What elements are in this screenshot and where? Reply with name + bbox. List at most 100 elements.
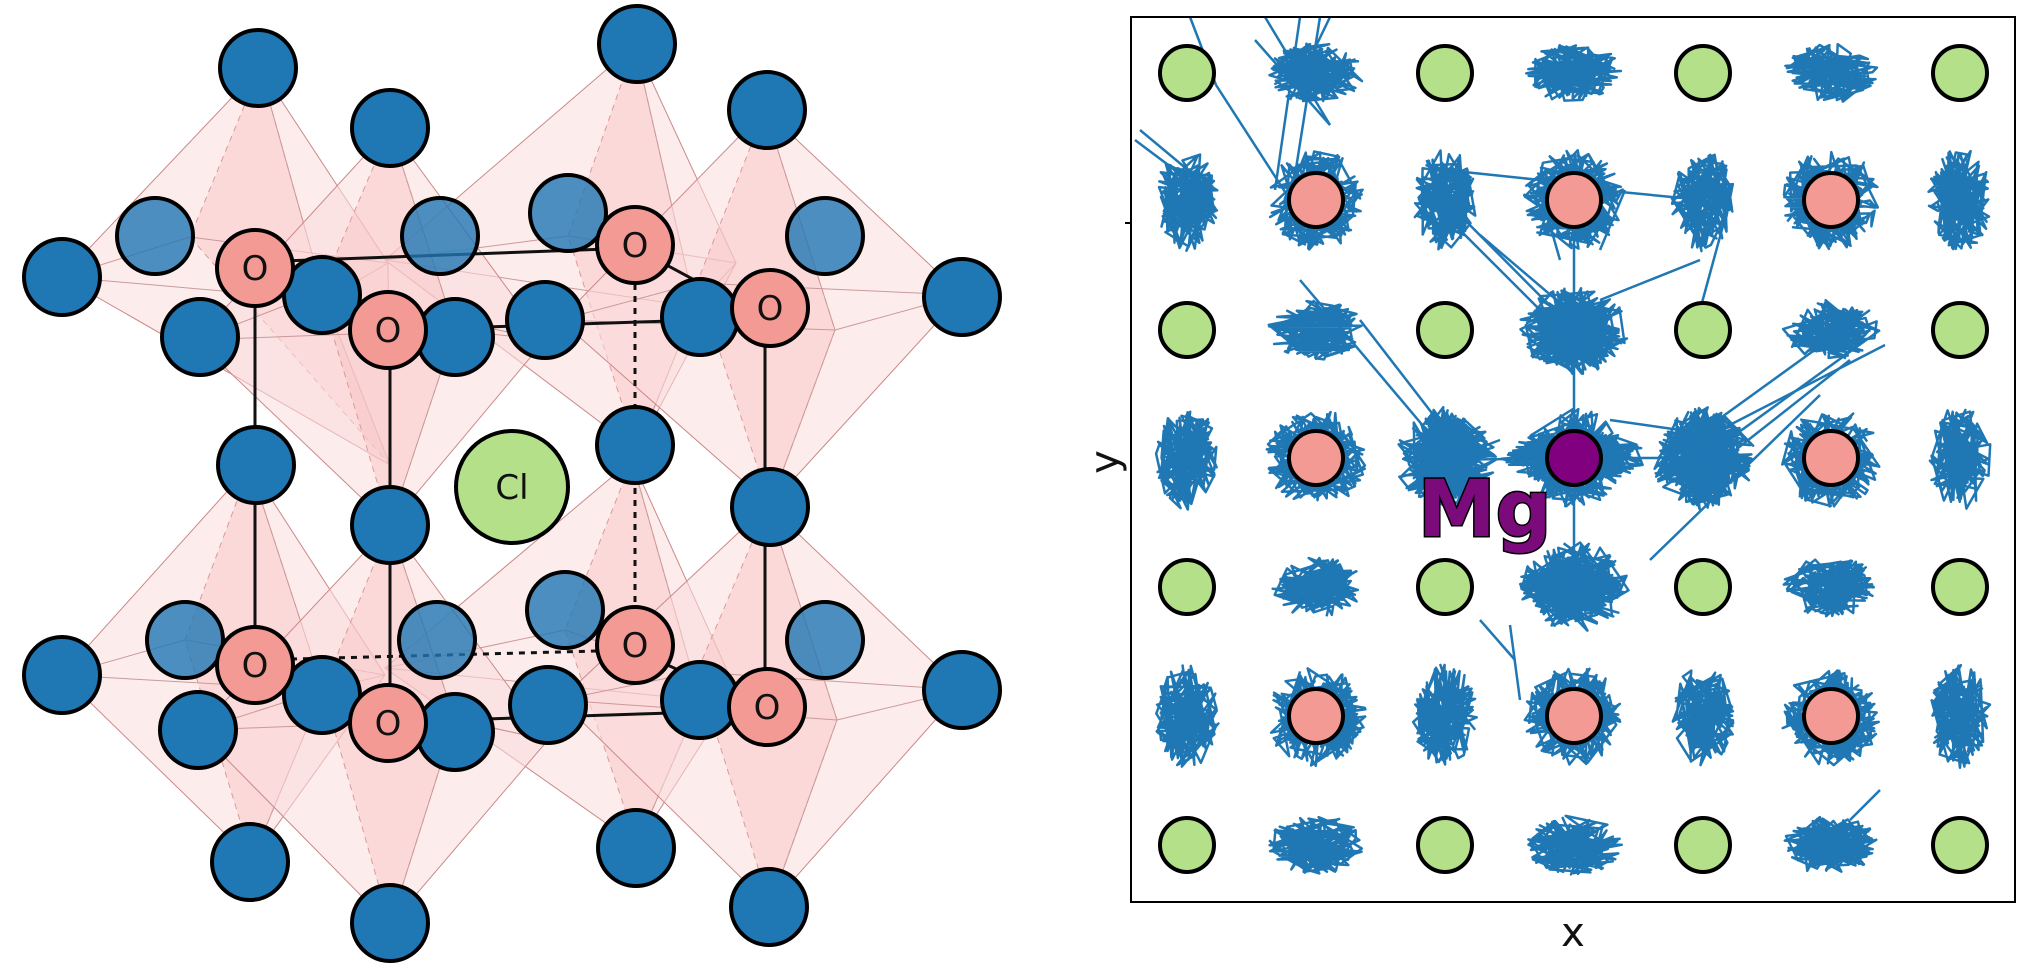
jump-path — [1698, 199, 1732, 311]
cation-atom — [525, 570, 605, 650]
cation-atom — [595, 405, 675, 485]
chlorine-site — [1931, 816, 1989, 874]
trajectory-cluster — [1525, 43, 1623, 102]
jump-path — [1134, 139, 1216, 201]
trajectory-cluster — [1518, 541, 1630, 632]
jump-path — [1263, 16, 1332, 126]
trajectory-cluster — [1782, 558, 1875, 618]
oxygen-site — [1287, 429, 1345, 487]
cation-atom — [350, 88, 430, 168]
chlorine-site — [1416, 816, 1474, 874]
chlorine-site — [1931, 558, 1989, 616]
chlorine-site — [1674, 816, 1732, 874]
chlorine-site — [1674, 44, 1732, 102]
chlorine-site — [1158, 558, 1216, 616]
cation-atom — [397, 600, 477, 680]
oxygen-atom: O — [215, 625, 295, 705]
oxygen-atom: O — [730, 268, 810, 348]
cation-atom — [400, 196, 480, 276]
lattice-sites — [1158, 44, 1989, 874]
trajectory-cluster — [1930, 663, 1992, 770]
trajectory-cluster — [1927, 149, 1991, 251]
chlorine-site — [1931, 44, 1989, 102]
cation-atom — [115, 196, 195, 276]
trajectory-cluster — [1671, 669, 1735, 767]
trajectory-cluster — [1157, 153, 1219, 252]
trajectory-cluster — [1413, 149, 1477, 251]
chlorine-site — [1158, 816, 1216, 874]
cation-atom — [160, 297, 240, 377]
cation-atom — [216, 425, 296, 505]
cation-atom — [508, 665, 588, 745]
trajectory-cluster — [1155, 664, 1220, 768]
trajectory-cluster — [1267, 299, 1363, 361]
oxygen-site — [1287, 171, 1345, 229]
mg-ion — [1545, 429, 1603, 487]
mg-ion-label: Mg — [1418, 465, 1551, 555]
chlorine-site — [1416, 558, 1474, 616]
jump-path — [1508, 624, 1522, 701]
back-atoms-layer — [115, 173, 865, 680]
jump-path — [1439, 209, 1561, 331]
chlorine-site — [1931, 301, 1989, 359]
cation-atom — [729, 867, 809, 947]
oxygen-site — [1287, 687, 1345, 745]
trajectory-cluster — [1781, 298, 1879, 360]
oxygen-label: O — [242, 249, 269, 289]
oxygen-label: O — [622, 226, 649, 266]
cation-atom — [528, 173, 608, 253]
oxygen-site — [1802, 687, 1860, 745]
plot-frame — [1130, 16, 2016, 903]
jump-path — [1479, 234, 1581, 321]
chlorine-site — [1674, 558, 1732, 616]
trajectory-cluster — [1519, 286, 1629, 376]
jump-path — [1359, 319, 1446, 431]
jump-path — [1444, 168, 1541, 182]
cation-atom — [596, 808, 676, 888]
jump-path — [1288, 16, 1332, 101]
jump-path — [1299, 279, 1436, 441]
cation-atom — [785, 600, 865, 680]
cation-atom — [505, 280, 585, 360]
oxygen-label: O — [375, 704, 402, 744]
chlorine-site — [1416, 44, 1474, 102]
jump-path — [1214, 84, 1289, 196]
cation-atom — [922, 257, 1002, 337]
chlorine-site — [1158, 44, 1216, 102]
chlorine-atom: Cl — [454, 429, 570, 545]
jump-path — [1649, 394, 1821, 561]
jump-path — [1538, 189, 1562, 261]
cation-atom — [727, 70, 807, 150]
jump-path — [1444, 199, 1575, 331]
cation-atom — [22, 635, 102, 715]
front-atoms-layer — [22, 4, 1002, 963]
cation-atom — [210, 822, 290, 902]
jump-path — [1459, 438, 1501, 457]
chlorine-site — [1158, 301, 1216, 359]
oxygen-atom: O — [215, 228, 295, 308]
trajectory-jump-paths — [1134, 16, 1886, 821]
cation-atom — [785, 196, 865, 276]
jump-path — [1849, 789, 1881, 821]
cation-atom — [158, 690, 238, 770]
jump-path — [1139, 129, 1201, 181]
chlorine-label: Cl — [495, 468, 528, 508]
jump-path — [1273, 16, 1302, 191]
trajectory-cluster — [1527, 814, 1623, 876]
chlorine-site — [1674, 301, 1732, 359]
oxygen-label: O — [242, 646, 269, 686]
jump-path — [1598, 189, 1627, 251]
chlorine-site — [1416, 301, 1474, 359]
jump-path — [1719, 343, 1886, 432]
oxygen-label: O — [757, 289, 784, 329]
oxygen-site — [1802, 171, 1860, 229]
jump-path — [1479, 619, 1516, 661]
cation-atom — [145, 600, 225, 680]
jump-path — [1609, 418, 1681, 432]
oxygen-label: O — [375, 311, 402, 351]
trajectory-cluster — [1268, 815, 1364, 875]
jump-path — [1709, 359, 1851, 471]
oxygen-site — [1545, 171, 1603, 229]
